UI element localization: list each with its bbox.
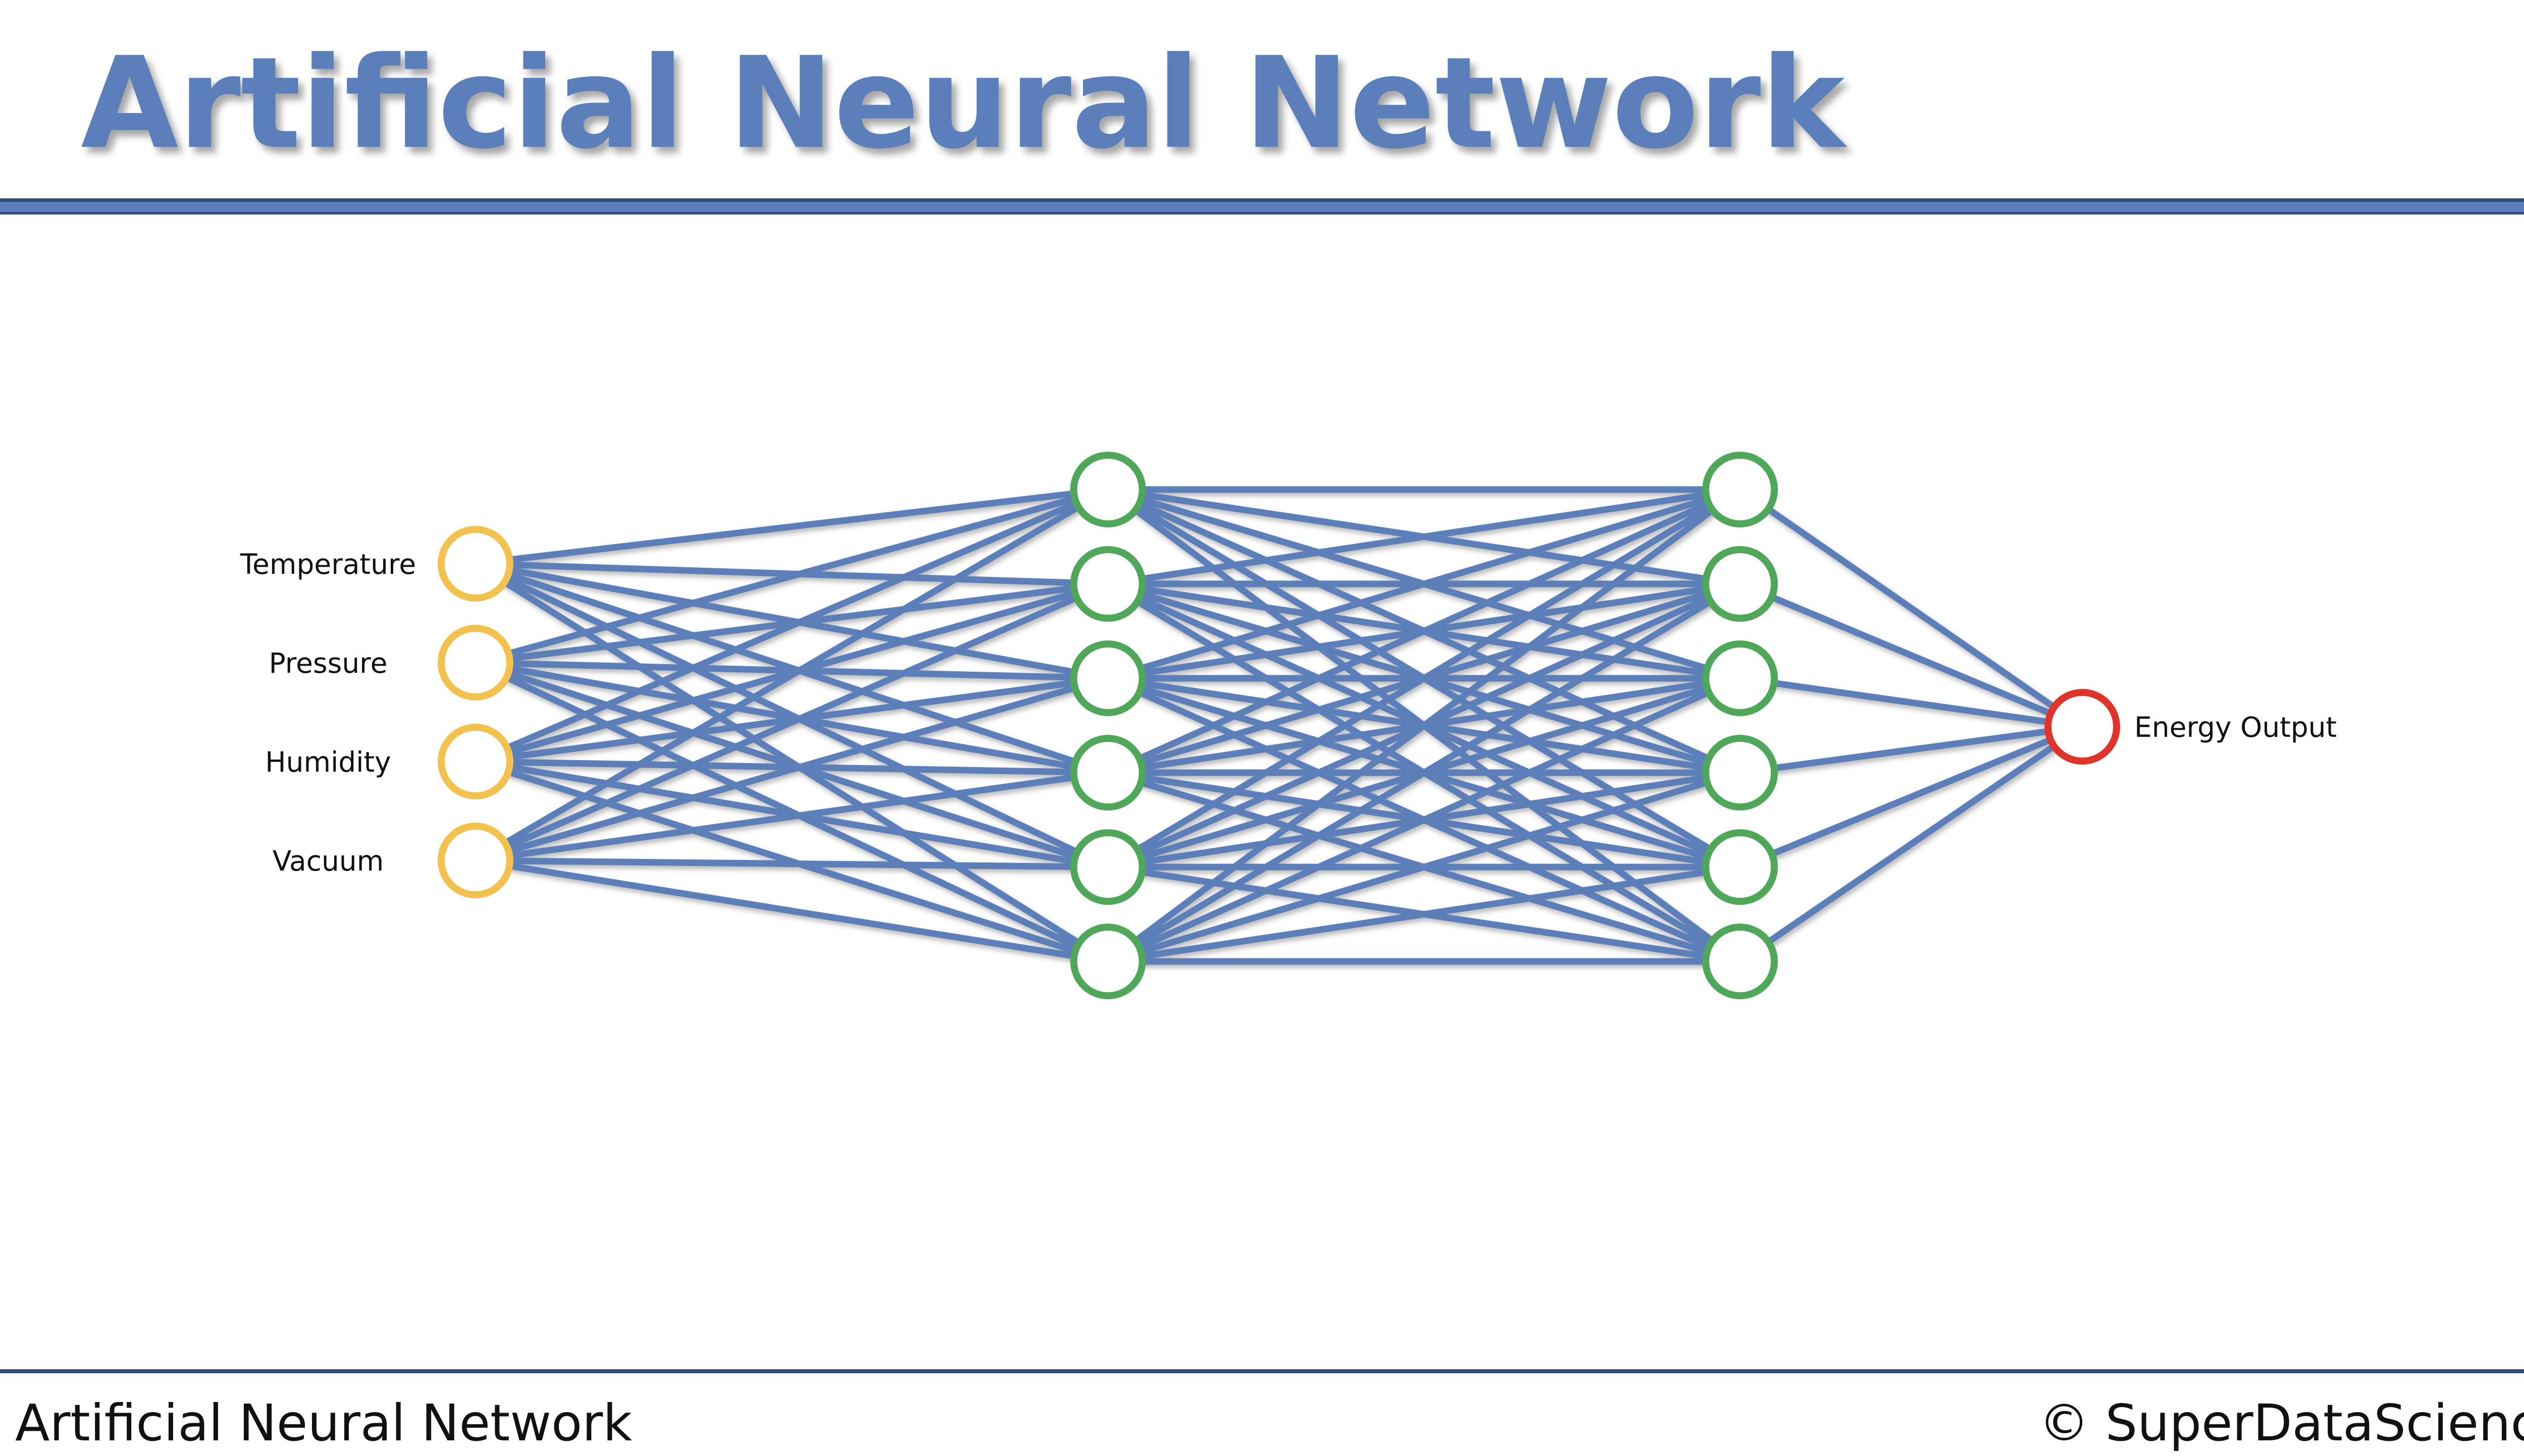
hidden-2-neuron-3: [1702, 640, 1778, 716]
hidden-2-neuron-2: [1702, 546, 1778, 622]
footer-divider: [0, 1369, 2524, 1373]
edge-hidden-1-6-to-hidden-2-3: [1105, 675, 1744, 965]
edge-hidden-2-4-to-output-1: [1737, 723, 2086, 776]
edge-hidden-1-6-to-hidden-2-4: [1105, 769, 1744, 965]
hidden-1-neuron-3: [1070, 640, 1146, 716]
edge-input-4-to-hidden-1-6: [472, 857, 1112, 965]
hidden-1-neuron-1: [1070, 452, 1146, 527]
edge-hidden-1-3-to-hidden-2-1: [1105, 486, 1744, 682]
edge-input-4-to-hidden-1-3: [472, 675, 1112, 864]
edge-hidden-2-2-to-output-1: [1737, 580, 2086, 730]
hidden-1-neuron-2: [1070, 546, 1146, 622]
footer-copyright: © SuperDataScience: [2038, 1393, 2524, 1452]
edge-hidden-1-6-to-hidden-2-1: [1105, 486, 1744, 965]
input-label-temperature: Temperature: [240, 548, 416, 580]
title-divider-dark-top: [0, 198, 2524, 202]
edge-hidden-1-4-to-hidden-2-1: [1105, 486, 1744, 776]
edge-input-4-to-hidden-1-1: [472, 486, 1112, 864]
title-divider: [0, 202, 2524, 212]
connection-edges: [472, 486, 2086, 965]
edge-hidden-2-5-to-output-1: [1737, 723, 2086, 871]
hidden-1-neuron-4: [1070, 735, 1146, 811]
title-divider-dark-bottom: [0, 212, 2524, 214]
edge-hidden-1-2-to-hidden-2-1: [1105, 486, 1744, 587]
output-neuron-1: [2044, 689, 2120, 765]
input-neuron-1: [438, 526, 513, 602]
edge-input-4-to-hidden-1-2: [472, 580, 1112, 864]
edge-hidden-1-6-to-hidden-2-2: [1105, 580, 1744, 965]
edge-hidden-2-3-to-output-1: [1737, 675, 2086, 730]
neuron-nodes: [438, 452, 2120, 999]
hidden-1-neuron-5: [1070, 829, 1146, 905]
footer-title: Artificial Neural Network: [15, 1393, 633, 1452]
edge-input-4-to-hidden-1-4: [472, 769, 1112, 864]
edge-hidden-1-5-to-hidden-2-1: [1105, 486, 1744, 871]
page-title: Artificial Neural Network: [81, 30, 1845, 177]
edge-hidden-2-6-to-output-1: [1737, 723, 2086, 965]
hidden-2-neuron-6: [1702, 924, 1778, 999]
edge-hidden-2-1-to-output-1: [1737, 486, 2086, 730]
input-label-pressure: Pressure: [269, 647, 388, 679]
hidden-2-neuron-5: [1702, 829, 1778, 905]
hidden-2-neuron-4: [1702, 735, 1778, 811]
input-label-humidity: Humidity: [265, 746, 391, 778]
edge-input-2-to-hidden-1-1: [472, 486, 1112, 666]
edge-input-4-to-hidden-1-5: [472, 857, 1112, 871]
input-neuron-3: [438, 724, 513, 799]
hidden-2-neuron-1: [1702, 452, 1778, 527]
edge-input-3-to-hidden-1-1: [472, 486, 1112, 765]
input-neuron-4: [438, 823, 513, 898]
edge-hidden-1-6-to-hidden-2-5: [1105, 864, 1744, 965]
input-label-vacuum: Vacuum: [273, 845, 384, 877]
hidden-1-neuron-6: [1070, 924, 1146, 999]
edge-input-1-to-hidden-1-1: [472, 486, 1112, 567]
output-label: Energy Output: [2134, 711, 2337, 743]
input-neuron-2: [438, 625, 513, 700]
